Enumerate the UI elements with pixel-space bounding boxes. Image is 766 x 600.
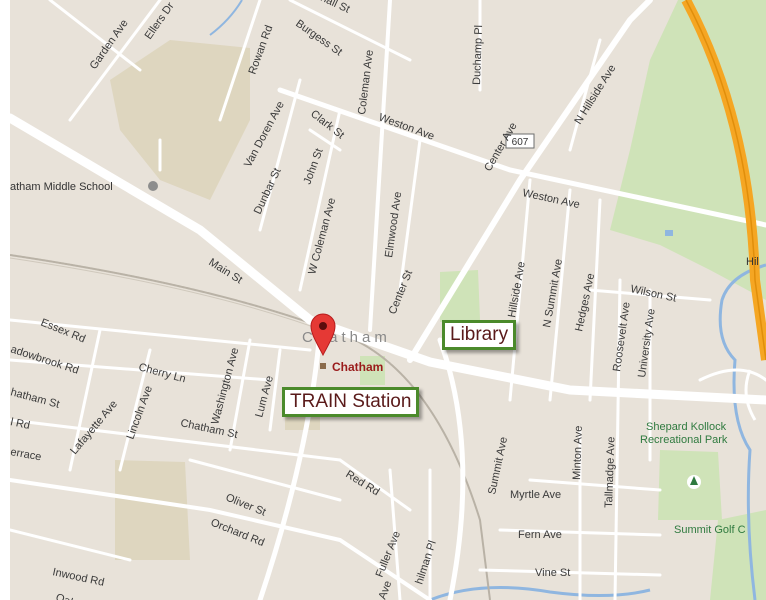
highway-centerline — [685, 0, 766, 361]
street-map[interactable]: 607 atham Middle School Garden Ave Eller… — [10, 0, 766, 600]
street-label-rd-fragment: l Rd — [10, 416, 31, 432]
library-green — [440, 270, 480, 322]
street-label-minton-ave: Minton Ave — [571, 425, 585, 480]
street-label-tallmadge-ave: Tallmadge Ave — [603, 436, 617, 508]
minor-road — [588, 288, 712, 302]
main-st-road — [10, 113, 766, 405]
minor-road — [613, 278, 622, 600]
stream-north — [209, 0, 243, 36]
minor-road — [308, 128, 342, 152]
location-marker[interactable] — [310, 313, 336, 369]
minor-road — [268, 348, 282, 432]
south-road — [10, 478, 432, 600]
street-label-vine-st: Vine St — [535, 567, 570, 579]
station-icon — [320, 363, 326, 369]
street-label-duchamp-pl: Duchamp Pl — [471, 25, 485, 85]
major-roads — [10, 0, 766, 600]
street-label-ave-fragment: Ave — [377, 579, 395, 600]
minor-road — [10, 528, 132, 562]
library-callout: Library — [442, 320, 517, 350]
minor-road — [118, 348, 152, 472]
minor-road — [698, 368, 766, 382]
summit-ave-road — [437, 337, 466, 600]
fuller-road — [257, 327, 323, 600]
highway-ramp — [744, 369, 757, 421]
minor-road — [10, 358, 272, 382]
map-pin-icon[interactable] — [310, 313, 336, 357]
minor-road — [508, 178, 532, 402]
minor-road — [218, 0, 262, 122]
train-station-callout: TRAIN Station — [282, 387, 420, 417]
stream-south — [429, 586, 651, 600]
minor-road — [568, 38, 602, 152]
school-icon — [148, 181, 158, 191]
marker-label[interactable]: Chatham — [332, 360, 383, 374]
school-label: atham Middle School — [10, 181, 113, 193]
map-pin-dot — [319, 322, 327, 330]
center-ave-road — [407, 0, 653, 363]
minor-road — [188, 458, 342, 502]
park-area-east — [610, 0, 766, 300]
minor-road — [548, 188, 572, 402]
weston-ave-road — [277, 87, 766, 228]
street-label-oak-fragment: Oak — [54, 592, 78, 600]
minor-road — [528, 478, 662, 492]
minor-road — [48, 0, 142, 72]
edge-label: Hil — [746, 256, 759, 268]
minor-road — [288, 0, 412, 62]
railroad-spur — [10, 257, 331, 334]
station-green — [360, 356, 385, 385]
minor-road — [588, 198, 602, 402]
minor-road — [398, 138, 422, 292]
route-shield-label: 607 — [512, 137, 529, 148]
minor-road — [388, 468, 402, 600]
tan-area-south — [115, 460, 190, 560]
park-label-line1: Shepard Kollock — [646, 421, 727, 433]
coleman-ave-road — [368, 0, 392, 332]
pond — [665, 230, 673, 236]
minor-roads — [10, 0, 766, 600]
school-grounds — [110, 40, 250, 200]
minor-road — [258, 78, 302, 232]
map-viewport[interactable]: 607 atham Middle School Garden Ave Eller… — [10, 0, 766, 600]
minor-road — [228, 338, 252, 452]
minor-road — [478, 568, 662, 577]
street-label-terrace: errace — [10, 446, 42, 463]
minor-road — [68, 328, 102, 472]
route-shield: 607 — [505, 133, 535, 149]
minor-road — [298, 108, 342, 292]
park-label-line2: Recreational Park — [640, 434, 728, 446]
tree-icon — [690, 476, 698, 485]
minor-road — [68, 0, 162, 122]
river-east — [718, 263, 766, 600]
golf-label: Summit Golf C — [674, 524, 746, 536]
street-label-myrtle-ave: Myrtle Ave — [510, 489, 561, 501]
minor-road — [338, 458, 412, 512]
street-label-fern-ave: Fern Ave — [518, 529, 562, 541]
minor-road — [10, 418, 342, 462]
minor-road — [10, 318, 312, 352]
